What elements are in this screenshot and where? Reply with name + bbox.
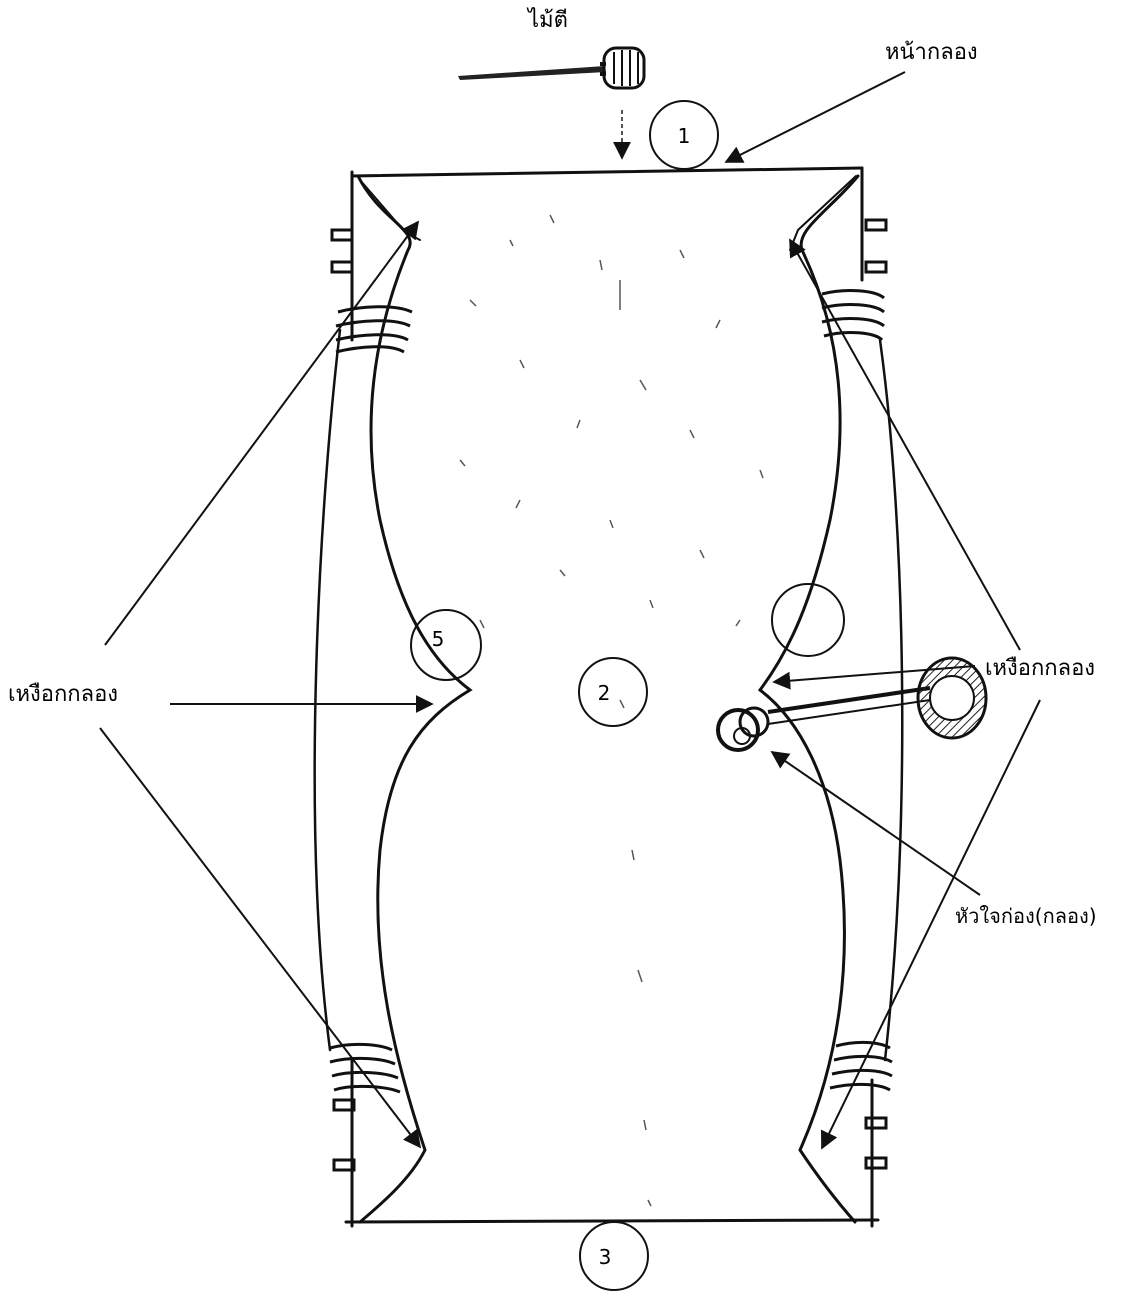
marker-5-text: 5 [432,627,445,651]
marker-3-text: 3 [599,1245,612,1269]
gill-right-label: เหงือกกลอง [985,658,1095,680]
gill-left-label: เหงือกกลอง [8,684,118,706]
marker-2: 2 [579,658,647,726]
mallet-illustration [458,48,644,88]
heart-assembly [718,658,986,750]
heart-label: หัวใจก่อง(กลอง) [955,906,1097,926]
marker-2-text: 2 [598,681,611,705]
drumhead-label: หน้ากลอง [885,42,978,64]
callout-arrows [100,72,1040,1148]
marker-3: 3 [580,1222,648,1290]
mallet-label: ไม้ตี [528,10,568,32]
drum-bindings [330,291,892,1092]
interior-strokes [460,215,763,1206]
marker-1: 1 [650,101,718,169]
marker-1-text: 1 [678,124,691,148]
